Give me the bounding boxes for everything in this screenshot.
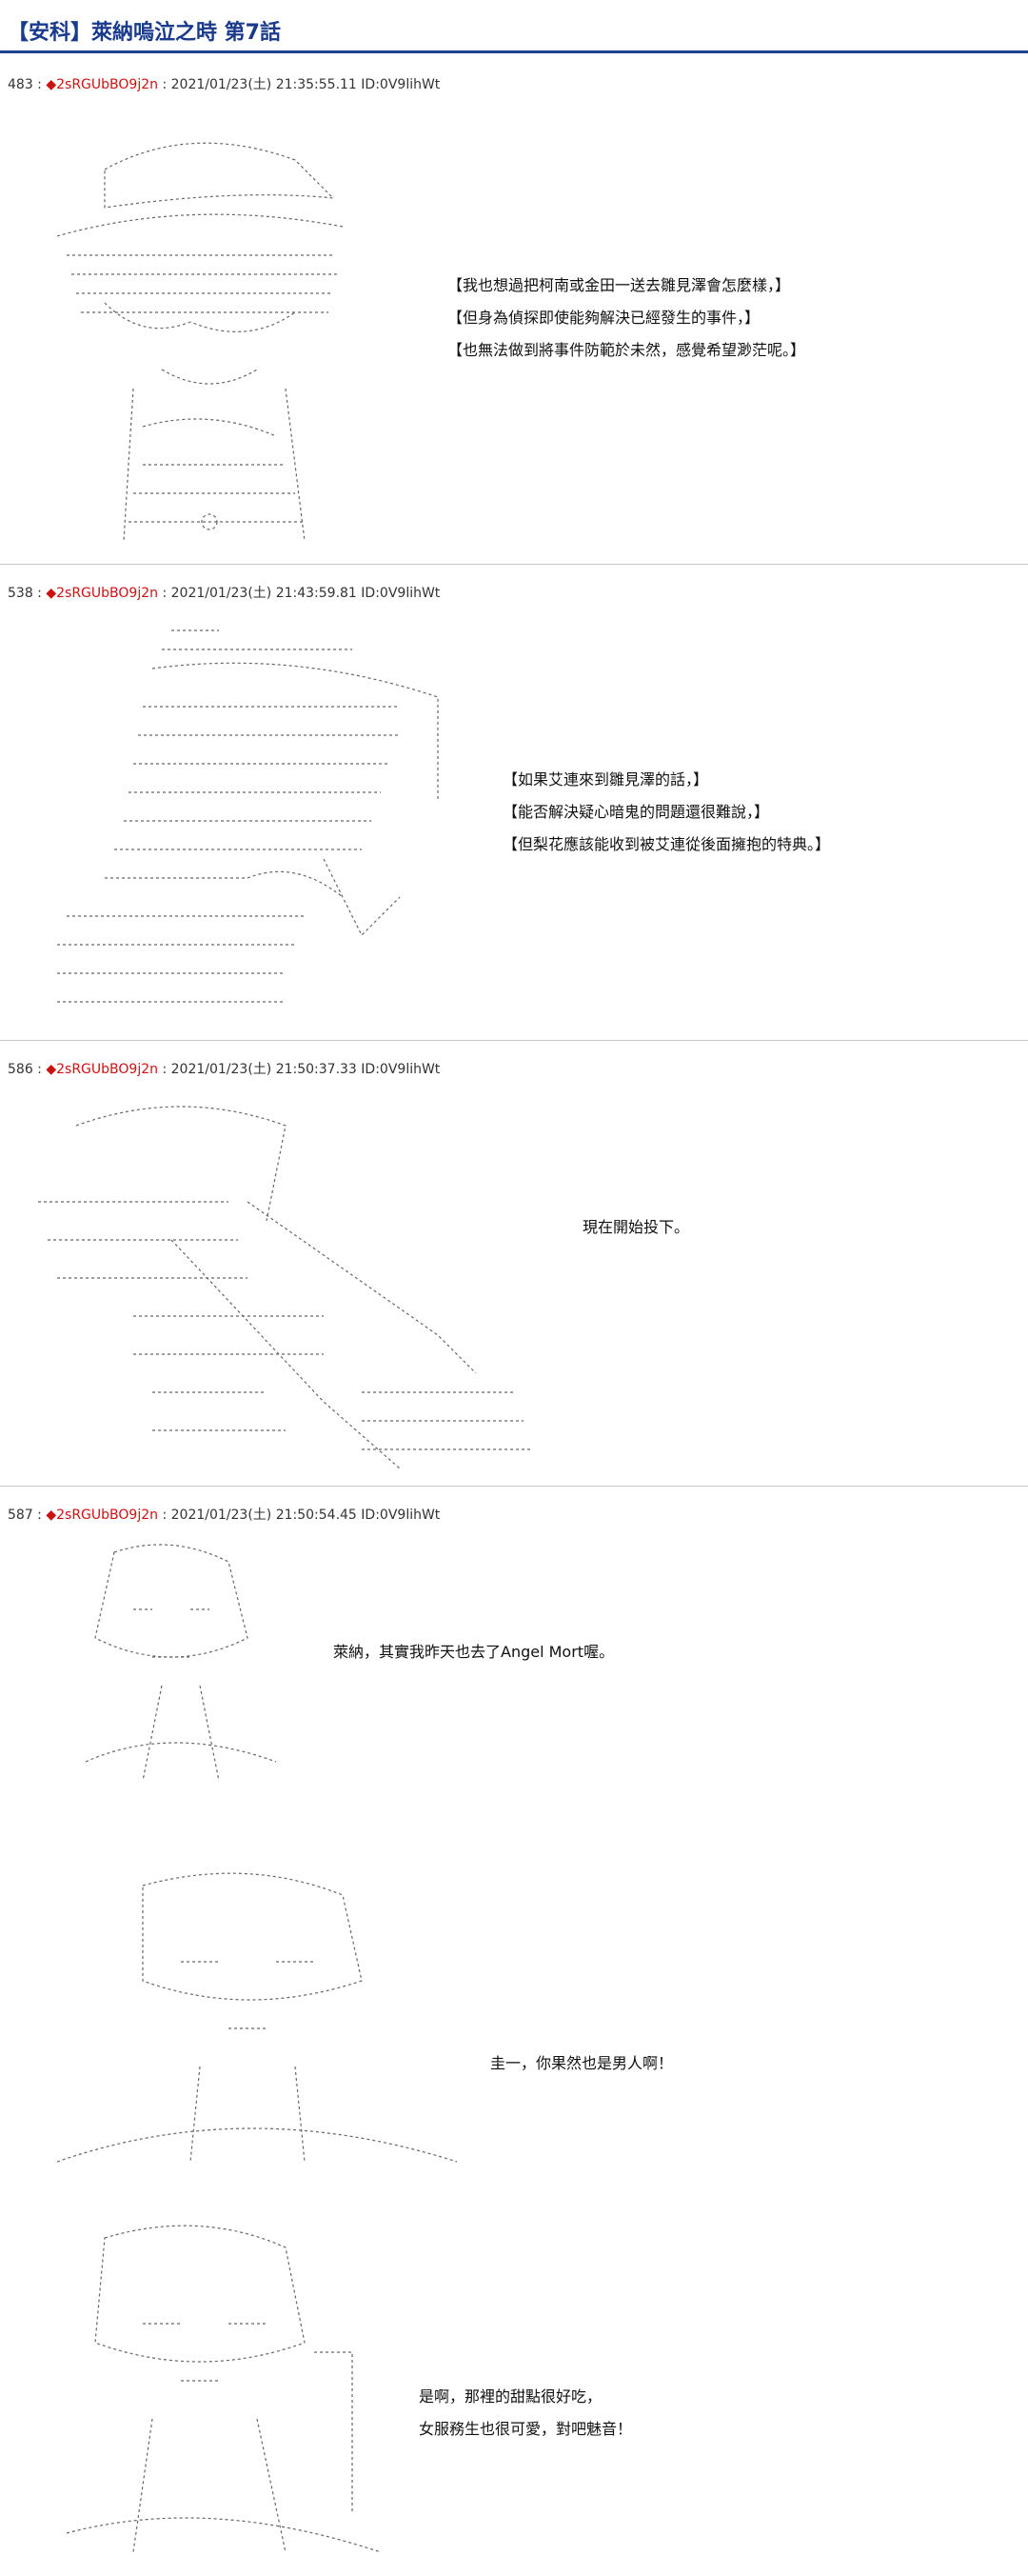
post-author-trip[interactable]: ◆2sRGUbBO9j2n [46,77,158,92]
post-number[interactable]: 538 [8,586,33,601]
thread-title-bar: 【安科】萊納嗚泣之時 第7話 [0,0,1028,53]
post-header: 483 : ◆2sRGUbBO9j2n : 2021/01/23(土) 21:3… [8,77,441,92]
dialog-line: 圭一，你果然也是男人啊！ [490,2054,674,2072]
post: 586 : ◆2sRGUbBO9j2n : 2021/01/23(土) 21:5… [0,1059,1028,1488]
post-author-trip[interactable]: ◆2sRGUbBO9j2n [46,586,158,601]
dialog-line: 【我也想過把柯南或金田一送去雛見澤會怎麼樣，】 [447,276,791,294]
post: 538 : ◆2sRGUbBO9j2n : 2021/01/23(土) 21:4… [0,583,1028,1040]
ascii-art-reiner [57,1533,295,1790]
post-date: 2021/01/23(土) 21:50:37.33 [170,1062,357,1077]
dialog-line: 萊納，其實我昨天也去了Angel Mort喔。 [333,1643,615,1661]
dialog-line: 【也無法做到將事件防範於未然，感覺希望渺茫呢。】 [447,341,806,359]
post-number[interactable]: 586 [8,1062,33,1077]
ascii-art-keiichi [57,1857,466,2171]
post-id: ID:0V9lihWt [361,1062,441,1077]
dialog-text: 萊納，其實我昨天也去了Angel Mort喔。 [333,1636,614,1668]
dialog-line: 【能否解決疑心暗鬼的問題還很難說，】 [503,803,770,821]
ascii-art-scene [38,1088,533,1478]
dialog-line: 【如果艾連來到雛見澤的話，】 [503,770,709,789]
post: 483 : ◆2sRGUbBO9j2n : 2021/01/23(土) 21:3… [0,74,1028,569]
post-divider [0,1486,1028,1487]
post-divider [0,1040,1028,1041]
post-date: 2021/01/23(土) 21:50:54.45 [170,1508,357,1523]
post-id: ID:0V9lihWt [361,1508,441,1523]
thread-title: 【安科】萊納嗚泣之時 第7話 [8,21,281,45]
dialog-text: 【如果艾連來到雛見澤的話，】 【能否解決疑心暗鬼的問題還很難說，】 【但梨花應該… [503,764,830,861]
post-id: ID:0V9lihWt [361,77,441,92]
post: 587 : ◆2sRGUbBO9j2n : 2021/01/23(土) 21:5… [0,1505,1028,2571]
dialog-line: 是啊，那裡的甜點很好吃， [419,2387,603,2406]
ascii-art-mion [38,2209,409,2562]
post-date: 2021/01/23(土) 21:35:55.11 [170,77,357,92]
post-header: 538 : ◆2sRGUbBO9j2n : 2021/01/23(土) 21:4… [8,586,441,601]
dialog-text: 【我也想過把柯南或金田一送去雛見澤會怎麼樣，】 【但身為偵探即使能夠解決已經發生… [447,270,805,367]
dialog-text: 圭一，你果然也是男人啊！ [490,2047,673,2080]
dialog-text: 是啊，那裡的甜點很好吃， 女服務生也很可愛，對吧魅音！ [419,2381,632,2446]
dialog-line: 女服務生也很可愛，對吧魅音！ [419,2420,633,2438]
dialog-line: 現在開始投下。 [583,1218,690,1236]
post-author-trip[interactable]: ◆2sRGUbBO9j2n [46,1508,158,1523]
post-number[interactable]: 587 [8,1508,33,1523]
dialog-line: 【但身為偵探即使能夠解決已經發生的事件，】 [447,309,761,327]
dialog-line: 【但梨花應該能收到被艾連從後面擁抱的特典。】 [503,835,831,853]
ascii-art-embrace [57,611,457,1030]
post-header: 586 : ◆2sRGUbBO9j2n : 2021/01/23(土) 21:5… [8,1062,441,1077]
post-divider [0,564,1028,565]
post-author-trip[interactable]: ◆2sRGUbBO9j2n [46,1062,158,1077]
ascii-art-detective [48,103,362,550]
dialog-text: 現在開始投下。 [583,1211,689,1244]
post-header: 587 : ◆2sRGUbBO9j2n : 2021/01/23(土) 21:5… [8,1508,441,1523]
post-id: ID:0V9lihWt [361,586,441,601]
post-number[interactable]: 483 [8,77,33,92]
post-date: 2021/01/23(土) 21:43:59.81 [170,586,357,601]
